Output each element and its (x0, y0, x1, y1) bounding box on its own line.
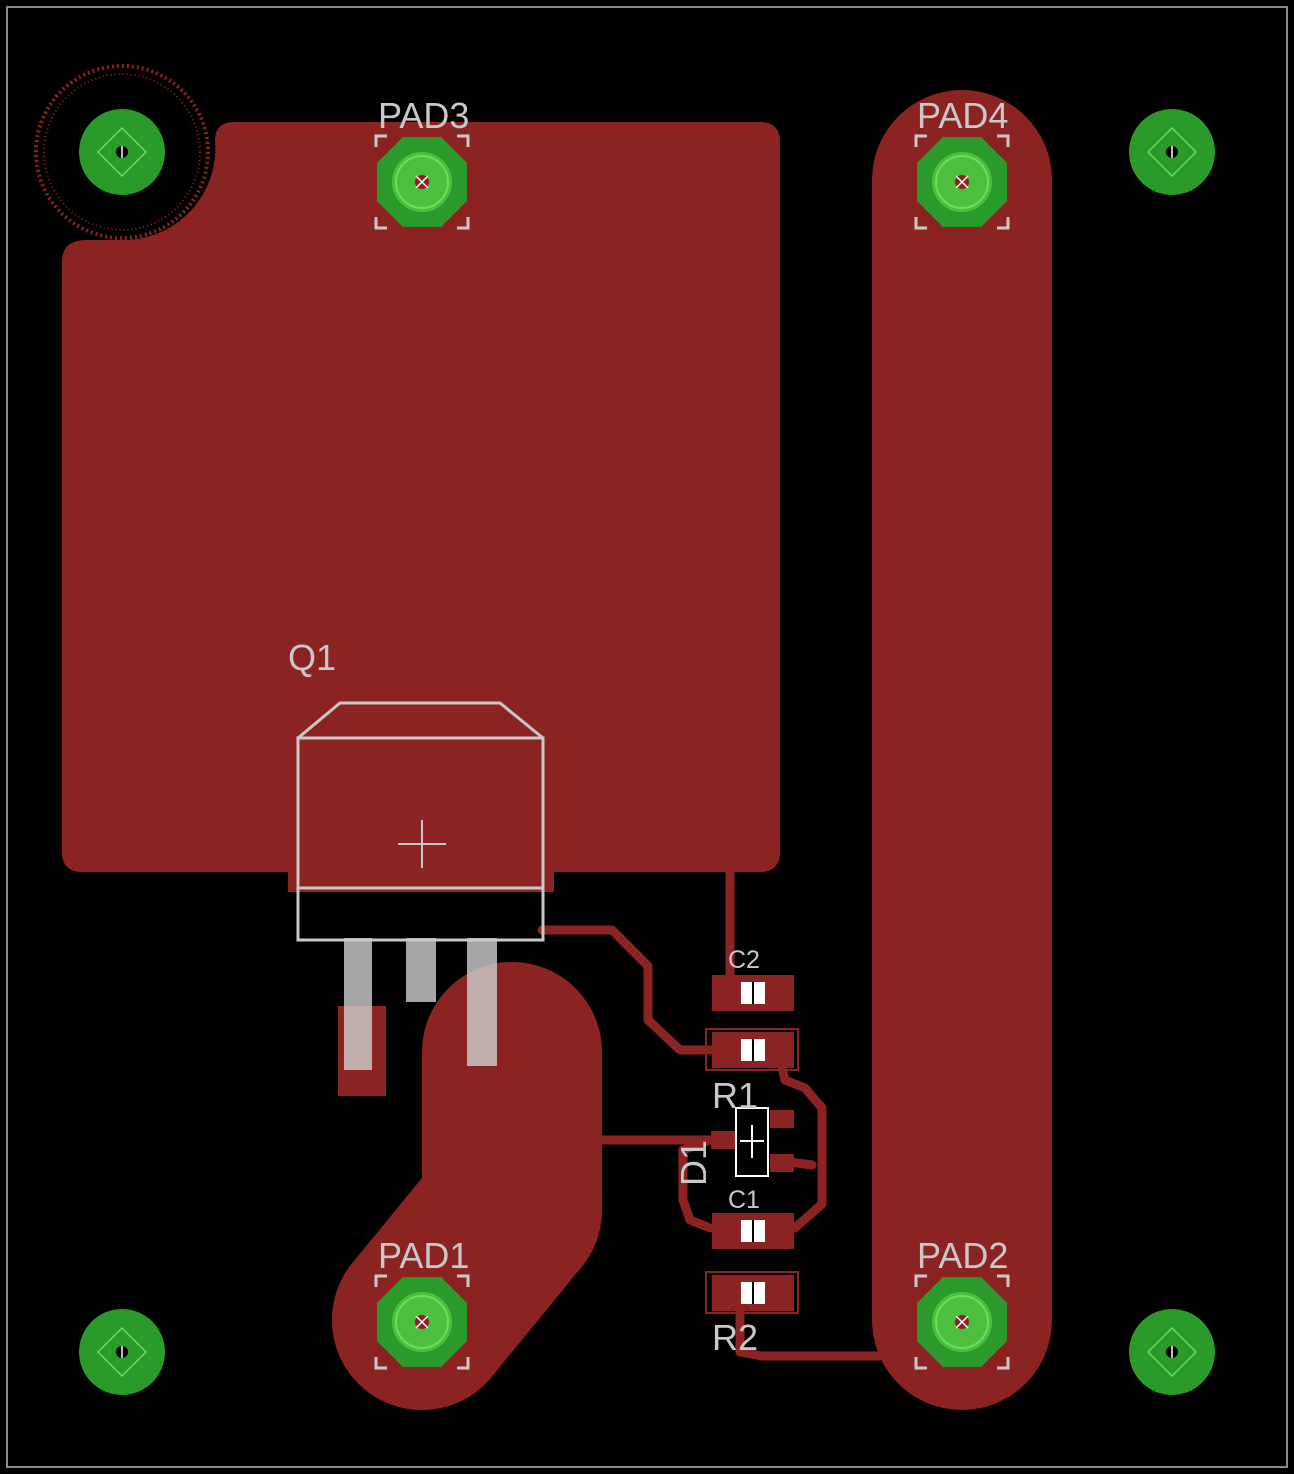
pad2 (914, 1274, 1010, 1370)
mounting-hole-bottom-left (79, 1309, 165, 1395)
label-q1: Q1 (288, 637, 336, 678)
label-c2: C2 (728, 946, 760, 974)
smd-c2 (712, 975, 794, 1011)
label-pad1: PAD1 (378, 1235, 469, 1276)
copper-strip-right (872, 90, 1052, 1410)
label-r1: R1 (712, 1075, 758, 1116)
smd-r1 (705, 1028, 799, 1071)
label-pad2: PAD2 (917, 1235, 1008, 1276)
label-pad4: PAD4 (917, 95, 1008, 136)
smd-r2 (705, 1271, 799, 1314)
label-pad3: PAD3 (378, 95, 469, 136)
copper-pour-main (62, 122, 780, 872)
smd-d1 (711, 1107, 794, 1177)
q1-package (288, 701, 554, 1096)
mounting-hole-bottom-right (1129, 1309, 1215, 1395)
smd-c1 (712, 1213, 794, 1249)
label-c1: C1 (728, 1186, 760, 1214)
mounting-hole-top-right (1129, 109, 1215, 195)
label-r2: R2 (712, 1317, 758, 1358)
pad3 (374, 134, 470, 230)
pad4 (914, 134, 1010, 230)
mounting-hole-top-left (34, 64, 210, 240)
label-d1: D1 (673, 1140, 714, 1186)
pad1 (374, 1274, 470, 1370)
